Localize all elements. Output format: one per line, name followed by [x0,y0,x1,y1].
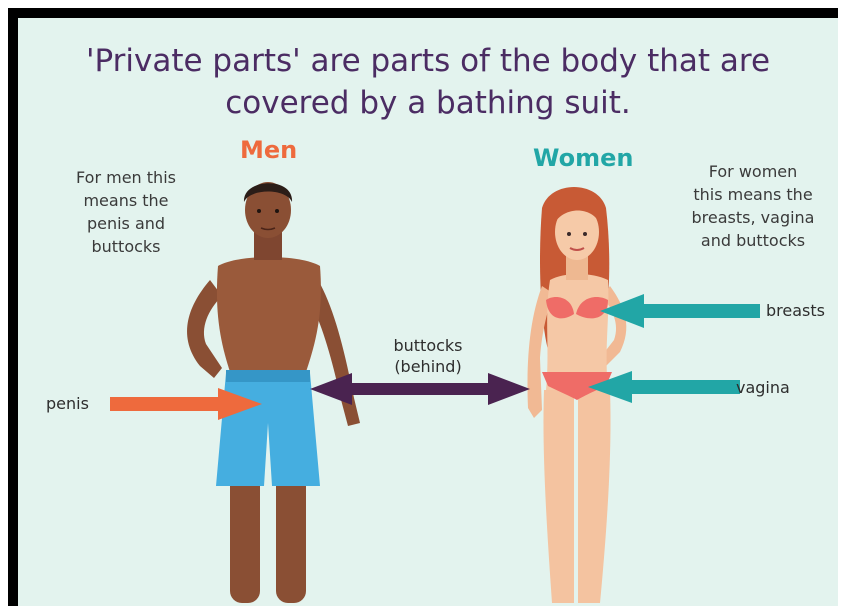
men-description-line: For men this [56,166,196,189]
men-description-line: means the [56,189,196,212]
women-description-line: and buttocks [678,229,828,252]
main-title: 'Private parts' are parts of the body th… [58,40,798,124]
women-description-line: this means the [678,183,828,206]
women-description: For women this means the breasts, vagina… [678,160,828,252]
buttocks-label-line: (behind) [378,356,478,377]
penis-label: penis [46,394,89,413]
title-line-1: 'Private parts' are parts of the body th… [58,40,798,82]
women-heading: Women [533,144,633,172]
infographic-panel: 'Private parts' are parts of the body th… [18,18,838,606]
title-line-2: covered by a bathing suit. [58,82,798,124]
buttocks-label: buttocks (behind) [378,335,478,377]
breasts-label: breasts [766,301,825,320]
men-description: For men this means the penis and buttock… [56,166,196,258]
women-description-line: For women [678,160,828,183]
vagina-arrow [588,371,740,403]
buttocks-double-arrow [310,373,530,405]
men-description-line: penis and [56,212,196,235]
women-description-line: breasts, vagina [678,206,828,229]
vagina-label: vagina [736,378,790,397]
men-description-line: buttocks [56,235,196,258]
men-heading: Men [240,136,297,164]
buttocks-label-line: buttocks [378,335,478,356]
